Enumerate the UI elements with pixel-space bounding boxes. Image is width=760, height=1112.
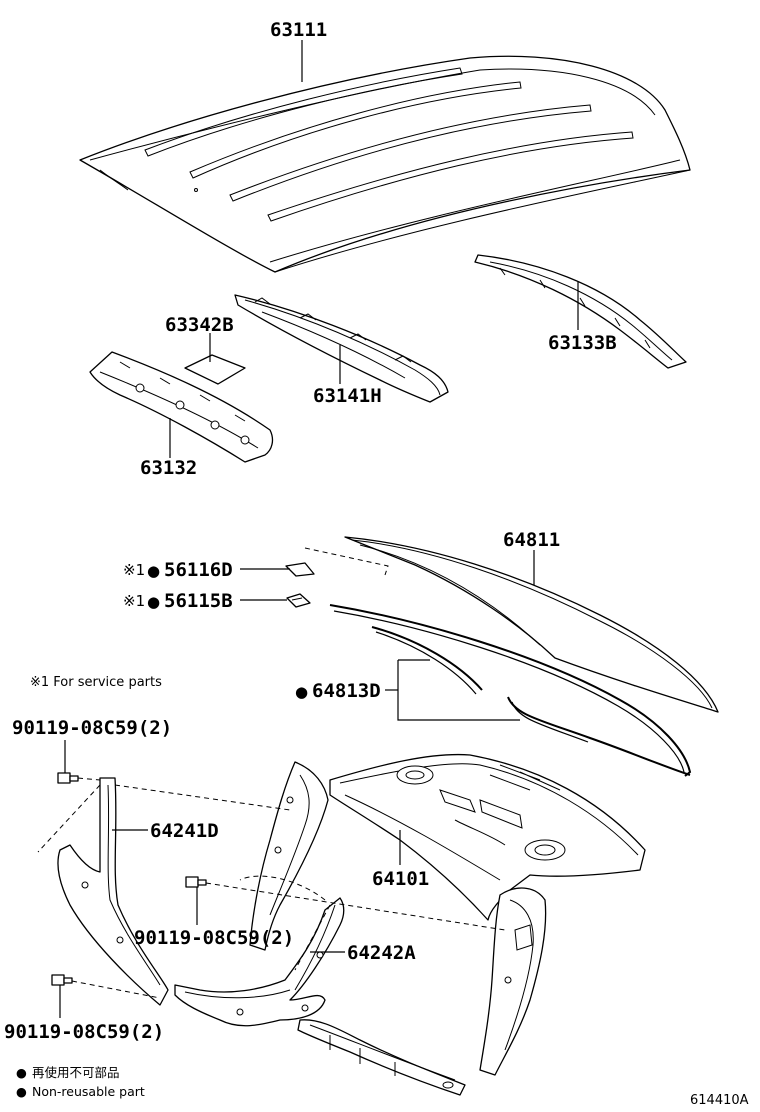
service-parts-note: ※1 For service parts bbox=[30, 675, 162, 690]
clip-d-part[interactable] bbox=[285, 562, 315, 577]
roof-bow-front[interactable] bbox=[234, 294, 449, 403]
label-roof-silencer-pad: 63342B bbox=[165, 314, 234, 336]
roof-header-panel[interactable] bbox=[89, 351, 274, 463]
roof-panel[interactable] bbox=[79, 55, 691, 273]
package-tray-panel[interactable] bbox=[249, 753, 646, 1096]
clip-b-part[interactable] bbox=[286, 593, 311, 608]
dam-set[interactable] bbox=[329, 604, 692, 777]
label-bolt-top: 90119-08C59(2) bbox=[12, 717, 172, 739]
label-roof-panel: 63111 bbox=[270, 19, 327, 41]
leader-lines bbox=[59, 40, 579, 1018]
label-package-tray-panel: 64101 bbox=[372, 868, 429, 890]
gusset-right[interactable] bbox=[174, 897, 345, 1027]
legend: ● 再使用不可部品 ● Non-reusable part bbox=[16, 1065, 145, 1099]
service-mark-d: ※1 bbox=[123, 561, 145, 579]
label-clip-b: 56115B bbox=[164, 590, 233, 612]
legend-mark-en: ● bbox=[16, 1084, 27, 1099]
bolt-bottom-part[interactable] bbox=[51, 974, 73, 986]
label-bolt-mid: 90119-08C59(2) bbox=[134, 927, 294, 949]
nonreusable-mark-dam: ● bbox=[295, 683, 308, 701]
label-gusset-right: 64242A bbox=[347, 942, 416, 964]
service-mark-b: ※1 bbox=[123, 592, 145, 610]
legend-text-jp: 再使用不可部品 bbox=[32, 1065, 120, 1080]
legend-mark-jp: ● bbox=[16, 1065, 27, 1080]
label-roof-header-panel: 63132 bbox=[140, 457, 197, 479]
roof-silencer-pad[interactable] bbox=[184, 354, 246, 385]
diagram-id: 614410A bbox=[690, 1093, 749, 1108]
legend-text-en: Non-reusable part bbox=[32, 1084, 145, 1099]
assembly-lines bbox=[37, 777, 506, 999]
nonreusable-mark-d: ● bbox=[147, 562, 160, 580]
label-dam-set: 64813D bbox=[312, 680, 381, 702]
label-roof-rail-rear: 63133B bbox=[548, 332, 617, 354]
label-back-window-glass: 64811 bbox=[503, 529, 560, 551]
bolt-mid-part[interactable] bbox=[185, 876, 207, 888]
bolt-top-part[interactable] bbox=[57, 772, 79, 784]
gusset-left[interactable] bbox=[57, 777, 169, 1006]
label-bolt-bottom: 90119-08C59(2) bbox=[4, 1021, 164, 1043]
back-window-glass[interactable] bbox=[344, 536, 719, 713]
roof-rail-rear[interactable] bbox=[474, 254, 687, 369]
nonreusable-mark-b: ● bbox=[147, 593, 160, 611]
label-clip-d: 56116D bbox=[164, 559, 233, 581]
label-roof-bow-front: 63141H bbox=[313, 385, 382, 407]
label-gusset-left: 64241D bbox=[150, 820, 219, 842]
